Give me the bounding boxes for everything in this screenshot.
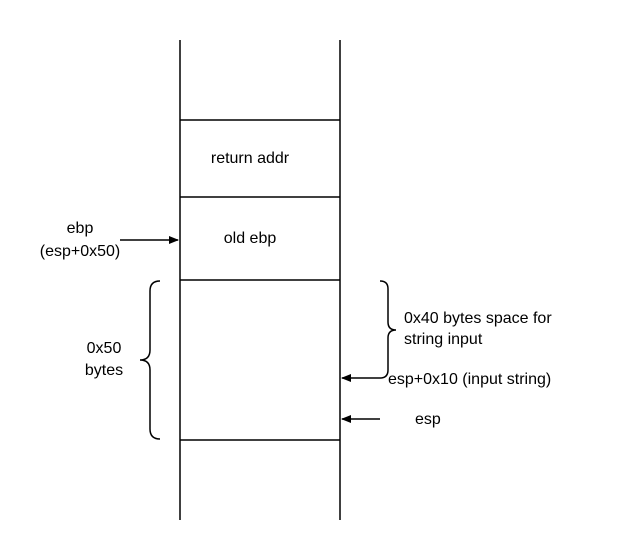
buffer-brace bbox=[379, 280, 397, 379]
ebp-label: ebp bbox=[67, 220, 94, 237]
frame-size-value: 0x50 bbox=[87, 340, 122, 357]
ebp-offset-label: (esp+0x50) bbox=[40, 243, 121, 260]
frame-size-brace bbox=[139, 280, 161, 440]
frame-size-unit: bytes bbox=[85, 362, 123, 379]
slot-return-addr-label: return addr bbox=[211, 150, 290, 167]
buffer-label-line2: string input bbox=[404, 331, 483, 348]
input-pointer-label: esp+0x10 (input string) bbox=[388, 371, 551, 388]
slot-old-ebp-label: old ebp bbox=[224, 230, 277, 247]
buffer-label-line1: 0x40 bytes space for bbox=[404, 310, 552, 327]
esp-label: esp bbox=[415, 411, 441, 428]
